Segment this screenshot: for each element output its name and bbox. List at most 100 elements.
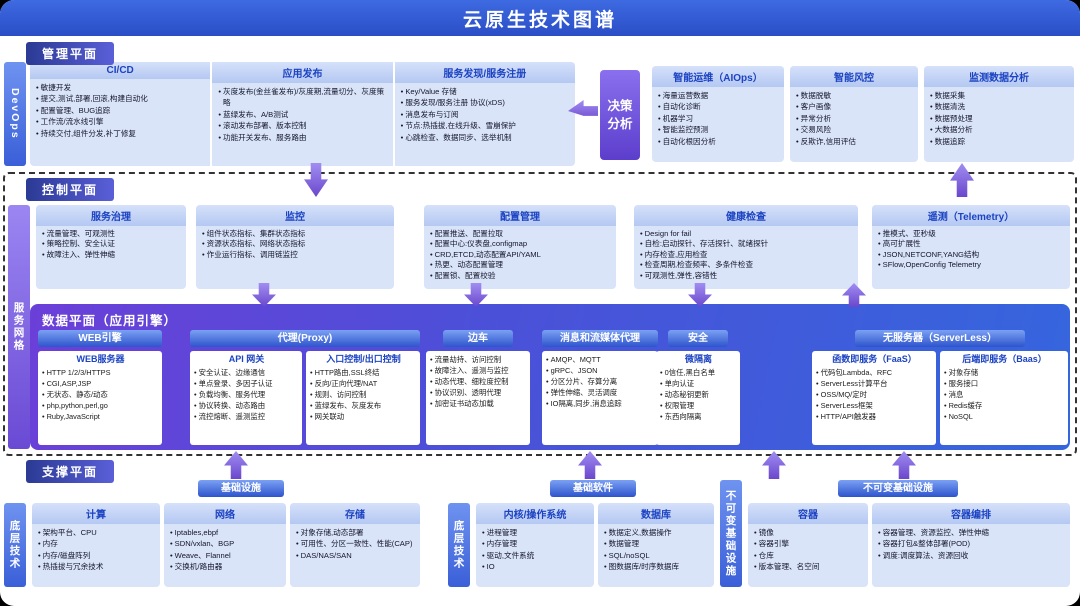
list-item: •对象存储 bbox=[944, 367, 979, 377]
base-software-pill: 基础软件 bbox=[550, 480, 636, 497]
card-title: 遥测（Telemetry） bbox=[872, 205, 1070, 226]
card-title: 内核/操作系统 bbox=[476, 503, 594, 524]
immutable-infra-pill: 不可变基础设施 bbox=[838, 480, 958, 497]
list-item: •智能监控预测 bbox=[658, 125, 709, 135]
list-item: •客户画像 bbox=[796, 102, 832, 112]
list-item: •服务发现/服务注册 协议(xDS) bbox=[400, 98, 505, 108]
list-item: •版本管理、名空间 bbox=[754, 562, 820, 572]
list-item: •数据追踪 bbox=[930, 136, 966, 146]
ingress-egress-items: •HTTP路由,SSL终结•反向/正向代理/NAT•规则、访问控制•蓝绿发布、灰… bbox=[310, 367, 417, 423]
card-title: 存储 bbox=[290, 503, 420, 524]
list-item: •无状态、静态/动态 bbox=[42, 389, 108, 399]
card-title: 计算 bbox=[32, 503, 160, 524]
decision-analysis-box: 决策分析 bbox=[600, 70, 640, 160]
list-item: •权限管理 bbox=[660, 401, 695, 411]
list-item: •加密证书动态加载 bbox=[430, 399, 494, 409]
list-item: •协议转换、动态路由 bbox=[194, 401, 266, 411]
cicd-items: •敏捷开发•提交,测试,部署,回滚,构建自动化•配置管理、BUG追踪•工作流/流… bbox=[30, 79, 210, 141]
card-title: 函数即服务（FaaS） bbox=[832, 354, 917, 364]
list-item: •热插拔与冗余技术 bbox=[38, 562, 104, 572]
list-item: •Weave、Flannel bbox=[170, 550, 231, 560]
micro-segmentation-items: •0信任,黑白名单•单向认证•动态秘钥更新•权限管理•东西向隔离 bbox=[660, 367, 737, 423]
list-item: •工作流/流水线引擎 bbox=[36, 117, 104, 127]
list-item: •数据预处理 bbox=[930, 113, 973, 123]
list-item: •NoSQL bbox=[944, 412, 973, 422]
list-item: •容器打包&整体部署(POD) bbox=[878, 539, 970, 549]
support-plane-label: 支撑平面 bbox=[26, 460, 115, 483]
title-banner: 云原生技术图谱 bbox=[0, 0, 1080, 36]
list-item: •调度:调度算法、资源回收 bbox=[878, 550, 969, 560]
list-item: •机器学习 bbox=[658, 113, 694, 123]
list-item: •进程管理 bbox=[482, 528, 518, 537]
list-item: •容器引擎 bbox=[754, 539, 790, 549]
service-mesh-dashed-frame bbox=[3, 172, 1077, 456]
list-item: •检查周期,检查频率、多条件检查 bbox=[640, 260, 754, 270]
list-item: •故障注入、遥测与监控 bbox=[430, 366, 509, 376]
list-item: •功能开关发布、服务路由 bbox=[218, 132, 307, 142]
config-management-items: •配置推送、配置拉取•配置中心:仪表盘,configmap•CRD,ETCD,动… bbox=[424, 226, 616, 283]
orchestration-items: •容器管理、资源监控、弹性伸缩•容器打包&整体部署(POD)•调度:调度算法、资… bbox=[872, 524, 1070, 563]
list-item: •自检:启动探针、存活探针、就绪探针 bbox=[640, 239, 769, 249]
list-item: •gRPC、JSON bbox=[546, 366, 598, 376]
list-item: •代码包Lambda、RFC bbox=[816, 367, 893, 377]
sidecar-items: •流量劫持、访问控制•故障注入、遥测与监控•动态代理、细粒度控制•协议识别、透明… bbox=[430, 354, 527, 410]
list-item: •CGI,ASP,JSP bbox=[42, 378, 92, 388]
list-item: •仓库 bbox=[754, 550, 774, 560]
list-item: •IO隔离,同步,消息追踪 bbox=[546, 399, 622, 409]
service-governance-items: •流量管理、可观测性•策略控制、安全认证•故障注入、弹性伸缩 bbox=[36, 226, 186, 262]
card-title: WEB服务器 bbox=[76, 354, 125, 364]
control-plane-label: 控制平面 bbox=[26, 178, 115, 201]
list-item: •协议识别、透明代理 bbox=[430, 388, 502, 398]
list-item: •CRD,ETCD,动态配置API/YAML bbox=[430, 249, 541, 259]
service-mesh-sidebar: 服务网格 bbox=[8, 205, 30, 449]
card-title: 监测数据分析 bbox=[924, 66, 1074, 87]
baas-items: •对象存储•服务接口•消息•Redis缓存•NoSQL bbox=[944, 367, 1065, 423]
service-governance-box: 服务治理 •流量管理、可观测性•策略控制、安全认证•故障注入、弹性伸缩 bbox=[36, 205, 186, 289]
list-item: •Redis缓存 bbox=[944, 401, 983, 411]
service-discovery-items: •Key/Value 存储•服务发现/服务注册 协议(xDS)•消息发布与订阅•… bbox=[395, 83, 575, 145]
list-item: •ServerLess框架 bbox=[816, 401, 873, 411]
list-item: •蓝绿发布、灰度发布 bbox=[310, 401, 382, 411]
list-item: •组件状态指标、集群状态指标 bbox=[202, 229, 306, 238]
card-title: 智能运维（AIOps） bbox=[652, 66, 784, 87]
network-items: •Iptables,ebpf•SDN/vxlan、BGP•Weave、Flann… bbox=[164, 524, 286, 575]
list-item: •规则、访问控制 bbox=[310, 389, 367, 399]
infrastructure-pill: 基础设施 bbox=[198, 480, 284, 497]
list-item: •热更、动态配置管理 bbox=[430, 260, 504, 270]
compute-items: •架构平台、CPU•内存•内存/磁盘阵列•热插拔与冗余技术 bbox=[32, 524, 160, 575]
database-items: •数据定义,数据操作•数据管理•SQL/noSQL•图数据库/时序数据库 bbox=[598, 524, 714, 575]
card-title: CI/CD bbox=[30, 62, 211, 79]
list-item: •对象存储,动态部署 bbox=[296, 528, 364, 537]
list-item: •SQL/noSQL bbox=[604, 550, 650, 560]
serverless-pill: 无服务器（ServerLess） bbox=[855, 330, 1025, 347]
list-item: •配置锁、配置校验 bbox=[430, 270, 496, 280]
kernel-os-items: •进程管理•内存管理•驱动,文件系统•IO bbox=[476, 524, 594, 575]
app-release-items: •灰度发布(金丝雀发布)/灰度期,流量切分、灰度策略•蓝绿发布、A/B测试•滚动… bbox=[212, 83, 392, 145]
list-item: •配置中心:仪表盘,configmap bbox=[430, 239, 528, 249]
list-item: •数据定义,数据操作 bbox=[604, 528, 672, 537]
service-mesh-sidebar-label: 服务网格 bbox=[12, 302, 25, 352]
list-item: •资源状态指标、网络状态指标 bbox=[202, 239, 306, 249]
sidecar-card: •流量劫持、访问控制•故障注入、遥测与监控•动态代理、细粒度控制•协议识别、透明… bbox=[426, 351, 530, 445]
web-engine-pill: WEB引擎 bbox=[38, 330, 162, 347]
page-title: 云原生技术图谱 bbox=[462, 9, 617, 31]
list-item: •负载均衡、服务代理 bbox=[194, 389, 266, 399]
ingress-egress-card: 入口控制/出口控制 •HTTP路由,SSL终结•反向/正向代理/NAT•规则、访… bbox=[306, 351, 420, 445]
list-item: •网关联动 bbox=[310, 412, 345, 422]
list-item: •持续交付,组件分发,补丁修复 bbox=[36, 128, 137, 138]
risk-control-items: •数据脱敏•客户画像•异常分析•交易风险•反欺诈,信用评估 bbox=[790, 87, 918, 149]
network-card: 网络 •Iptables,ebpf•SDN/vxlan、BGP•Weave、Fl… bbox=[164, 503, 286, 587]
list-item: •0信任,黑白名单 bbox=[660, 367, 716, 377]
health-check-items: •Design for fail•自检:启动探针、存活探针、就绪探针•内存检查,… bbox=[634, 226, 858, 283]
container-items: •镜像•容器引擎•仓库•版本管理、名空间 bbox=[748, 524, 868, 575]
list-item: •内存检查,应用检查 bbox=[640, 249, 708, 259]
list-item: •东西向隔离 bbox=[660, 412, 702, 422]
list-item: •自动化根因分析 bbox=[658, 136, 716, 146]
list-item: •大数据分析 bbox=[930, 125, 973, 135]
card-title: 监控 bbox=[196, 205, 394, 226]
list-item: •数据清洗 bbox=[930, 102, 966, 112]
card-title: 健康检查 bbox=[634, 205, 858, 226]
list-item: •高可扩展性 bbox=[878, 239, 921, 249]
faas-items: •代码包Lambda、RFC•ServerLess计算平台•OSS/MQ/定时•… bbox=[816, 367, 933, 423]
list-item: •提交,测试,部署,回滚,构建自动化 bbox=[36, 94, 148, 104]
